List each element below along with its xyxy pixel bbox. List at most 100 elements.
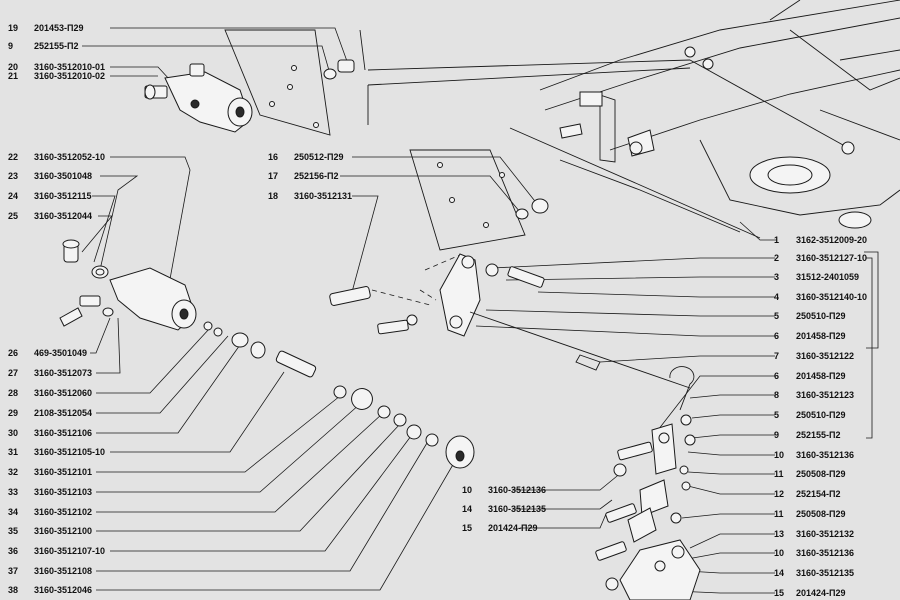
part-number: 3160-3512101 bbox=[34, 467, 93, 477]
part-callout: 14 3160-3512135 bbox=[462, 502, 546, 516]
part-number: 250512-П29 bbox=[294, 152, 344, 162]
part-callout: 24 3160-3512115 bbox=[8, 189, 92, 203]
callout-number: 14 bbox=[462, 504, 473, 514]
callout-number: 11 bbox=[774, 469, 784, 479]
part-number: 3160-3512135 bbox=[488, 504, 547, 514]
part-number: 3160-3512010-01 bbox=[34, 62, 106, 72]
part-number: 250508-П29 bbox=[796, 469, 846, 479]
part-number: 3160-3512046 bbox=[34, 585, 93, 595]
part-callout: 3 31512-2401059 bbox=[774, 270, 859, 284]
callout-number: 10 bbox=[462, 485, 473, 495]
callout-number: 3 bbox=[774, 272, 780, 282]
callout-number: 10 bbox=[774, 450, 785, 460]
callout-number: 29 bbox=[8, 408, 19, 418]
part-number: 3160-3512044 bbox=[34, 211, 93, 221]
part-number: 3160-3512108 bbox=[34, 566, 93, 576]
callout-number: 20 bbox=[8, 62, 19, 72]
part-callout: 5 250510-П29 bbox=[774, 408, 846, 422]
callout-number: 9 bbox=[774, 430, 780, 440]
part-callout: 15 201424-П29 bbox=[462, 521, 538, 535]
vehicle-frame-illustration bbox=[359, 0, 900, 239]
callout-number: 35 bbox=[8, 526, 19, 536]
callout-number: 17 bbox=[268, 171, 279, 181]
part-callout: 20 3160-3512010-01 bbox=[8, 60, 105, 74]
part-number: 250510-П29 bbox=[796, 410, 846, 420]
callout-number: 4 bbox=[774, 292, 780, 302]
callout-number: 12 bbox=[774, 489, 785, 499]
callout-number: 6 bbox=[774, 331, 780, 341]
callout-number: 37 bbox=[8, 566, 19, 576]
callout-number: 15 bbox=[462, 523, 473, 533]
part-number: 3162-3512009-20 bbox=[796, 235, 868, 245]
callout-number: 7 bbox=[774, 351, 780, 361]
part-number: 3160-3501048 bbox=[34, 171, 93, 181]
part-callout: 21 3160-3512010-02 bbox=[8, 69, 105, 83]
part-number: 3160-3512052-10 bbox=[34, 152, 106, 162]
part-number: 31512-2401059 bbox=[796, 272, 860, 282]
part-callout: 7 3160-3512122 bbox=[774, 349, 854, 363]
callout-number: 27 bbox=[8, 368, 19, 378]
callout-number: 15 bbox=[774, 588, 785, 598]
callout-number: 5 bbox=[774, 311, 780, 321]
part-number: 3160-3512132 bbox=[796, 529, 855, 539]
part-callout: 11 250508-П29 bbox=[774, 467, 846, 481]
part-number: 469-3501049 bbox=[34, 348, 88, 358]
part-number: 3160-3512140-10 bbox=[796, 292, 868, 302]
part-number: 201424-П29 bbox=[488, 523, 538, 533]
callout-number: 5 bbox=[774, 410, 780, 420]
part-number: 3160-3512136 bbox=[796, 548, 855, 558]
callout-number: 1 bbox=[774, 235, 780, 245]
callout-number: 14 bbox=[774, 568, 785, 578]
part-number: 3160-3512122 bbox=[796, 351, 855, 361]
part-number: 250508-П29 bbox=[796, 509, 846, 519]
callout-number: 31 bbox=[8, 447, 19, 457]
callout-number: 9 bbox=[8, 41, 14, 51]
callout-number: 22 bbox=[8, 152, 19, 162]
callout-number: 28 bbox=[8, 388, 19, 398]
callout-number: 21 bbox=[8, 71, 19, 81]
mounting-plate-upper bbox=[224, 29, 355, 136]
part-number: 201458-П29 bbox=[796, 371, 846, 381]
part-callout: 34 3160-3512102 bbox=[8, 505, 92, 519]
part-callout: 27 3160-3512073 bbox=[8, 366, 92, 380]
callout-number: 18 bbox=[268, 191, 279, 201]
part-callout: 22 3160-3512052-10 bbox=[8, 150, 105, 164]
part-callout: 4 3160-3512140-10 bbox=[774, 290, 867, 304]
part-number: 201458-П29 bbox=[796, 331, 846, 341]
callout-number: 38 bbox=[8, 585, 19, 595]
callout-number: 24 bbox=[8, 191, 19, 201]
part-number: 3160-3512136 bbox=[796, 450, 855, 460]
pressure-regulator-exploded bbox=[59, 239, 475, 469]
part-number: 2108-3512054 bbox=[34, 408, 93, 418]
callout-number: 6 bbox=[774, 371, 780, 381]
callout-number: 16 bbox=[268, 152, 279, 162]
part-number: 3160-3512073 bbox=[34, 368, 93, 378]
part-number: 3160-3512102 bbox=[34, 507, 93, 517]
part-number: 3160-3512100 bbox=[34, 526, 93, 536]
part-callout: 29 2108-3512054 bbox=[8, 406, 92, 420]
callout-number: 30 bbox=[8, 428, 19, 438]
callout-number: 34 bbox=[8, 507, 19, 517]
part-number: 3160-3512010-02 bbox=[34, 71, 106, 81]
part-number: 3160-3512107-10 bbox=[34, 546, 106, 556]
part-number: 3160-3512115 bbox=[34, 191, 92, 201]
callout-number: 25 bbox=[8, 211, 19, 221]
